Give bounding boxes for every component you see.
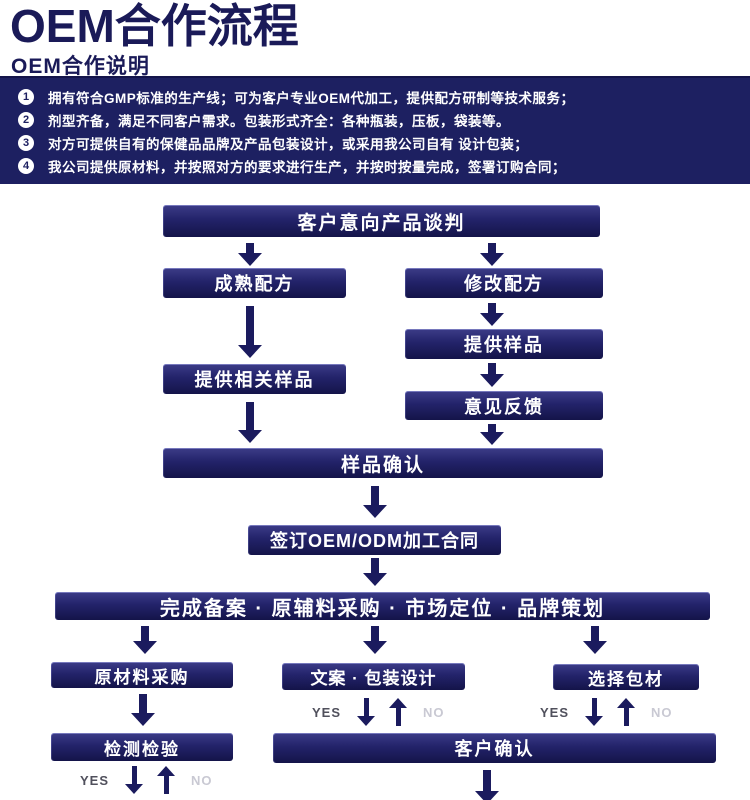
- flow-node-select-packaging: 选择包材: [553, 664, 699, 690]
- page-title: OEM合作流程: [10, 0, 299, 52]
- arrow-up-icon: [157, 766, 176, 794]
- arrow-up-icon: [389, 698, 408, 726]
- page-subtitle: OEM合作说明: [11, 55, 150, 78]
- flow-node-customer-confirm: 客户确认: [273, 733, 716, 763]
- flow-node-provide-samples: 提供样品: [405, 329, 603, 359]
- intro-item: 1 拥有符合GMP标准的生产线；可为客户专业OEM代加工，提供配方研制等技术服务…: [18, 87, 736, 107]
- arrow-down-icon: [363, 558, 387, 586]
- arrow-down-icon: [480, 363, 504, 387]
- arrow-down-icon: [363, 626, 387, 654]
- yes-no-row-select-packaging: YES NO: [540, 698, 673, 726]
- arrow-up-icon: [617, 698, 636, 726]
- numbered-bullet: 1: [18, 88, 34, 105]
- flow-node-copy-packaging-design: 文案 · 包装设计: [282, 663, 465, 690]
- yes-label: YES: [80, 772, 110, 788]
- numbered-bullet: 3: [18, 134, 34, 151]
- arrow-down-icon: [585, 698, 604, 726]
- arrow-down-icon: [133, 626, 157, 654]
- intro-item: 3 对方可提供自有的保健品品牌及产品包装设计，或采用我公司自有 设计包装；: [18, 133, 736, 153]
- flow-node-provide-related-samples: 提供相关样品: [163, 364, 346, 394]
- arrow-down-icon: [480, 303, 504, 326]
- arrow-down-icon: [125, 766, 144, 794]
- arrow-down-icon: [480, 243, 504, 266]
- flow-node-sign-contract: 签订OEM/ODM加工合同: [248, 525, 501, 555]
- flow-node-negotiation: 客户意向产品谈判: [163, 205, 600, 237]
- flow-node-sample-confirm: 样品确认: [163, 448, 603, 478]
- no-label: NO: [651, 704, 673, 720]
- intro-item-text: 剂型齐备，满足不同客户需求。包装形式齐全：各种瓶装，压板，袋装等。: [48, 113, 510, 129]
- yes-label: YES: [540, 704, 570, 720]
- flow-node-inspection: 检测检验: [51, 733, 233, 761]
- intro-item-text: 我公司提供原材料，并按照对方的要求进行生产，并按时按量完成，签署订购合同；: [48, 159, 566, 175]
- flow-node-raw-material-purchase: 原材料采购: [51, 662, 233, 688]
- arrow-down-icon: [238, 402, 262, 443]
- arrow-down-icon: [363, 486, 387, 518]
- no-label: NO: [191, 772, 213, 788]
- intro-panel: 1 拥有符合GMP标准的生产线；可为客户专业OEM代加工，提供配方研制等技术服务…: [0, 76, 750, 184]
- arrow-down-icon: [475, 770, 499, 800]
- intro-item-text: 拥有符合GMP标准的生产线；可为客户专业OEM代加工，提供配方研制等技术服务；: [48, 90, 575, 106]
- arrow-down-icon: [583, 626, 607, 654]
- arrow-down-icon: [131, 694, 155, 726]
- flow-node-modify-formula: 修改配方: [405, 268, 603, 298]
- flow-node-filing-purchase-position-brand: 完成备案 · 原辅料采购 · 市场定位 · 品牌策划: [55, 592, 710, 620]
- arrow-down-icon: [480, 424, 504, 445]
- flow-node-mature-formula: 成熟配方: [163, 268, 346, 298]
- intro-item: 4 我公司提供原材料，并按照对方的要求进行生产，并按时按量完成，签署订购合同；: [18, 156, 736, 176]
- arrow-down-icon: [238, 306, 262, 358]
- no-label: NO: [423, 704, 445, 720]
- numbered-bullet: 4: [18, 157, 34, 174]
- yes-no-row-inspection: YES NO: [80, 766, 213, 794]
- intro-item: 2 剂型齐备，满足不同客户需求。包装形式齐全：各种瓶装，压板，袋装等。: [18, 110, 736, 130]
- intro-item-text: 对方可提供自有的保健品品牌及产品包装设计，或采用我公司自有 设计包装；: [48, 136, 529, 152]
- flow-node-feedback: 意见反馈: [405, 391, 603, 420]
- yes-label: YES: [312, 704, 342, 720]
- yes-no-row-copy-design: YES NO: [312, 698, 445, 726]
- arrow-down-icon: [357, 698, 376, 726]
- numbered-bullet: 2: [18, 111, 34, 128]
- arrow-down-icon: [238, 243, 262, 266]
